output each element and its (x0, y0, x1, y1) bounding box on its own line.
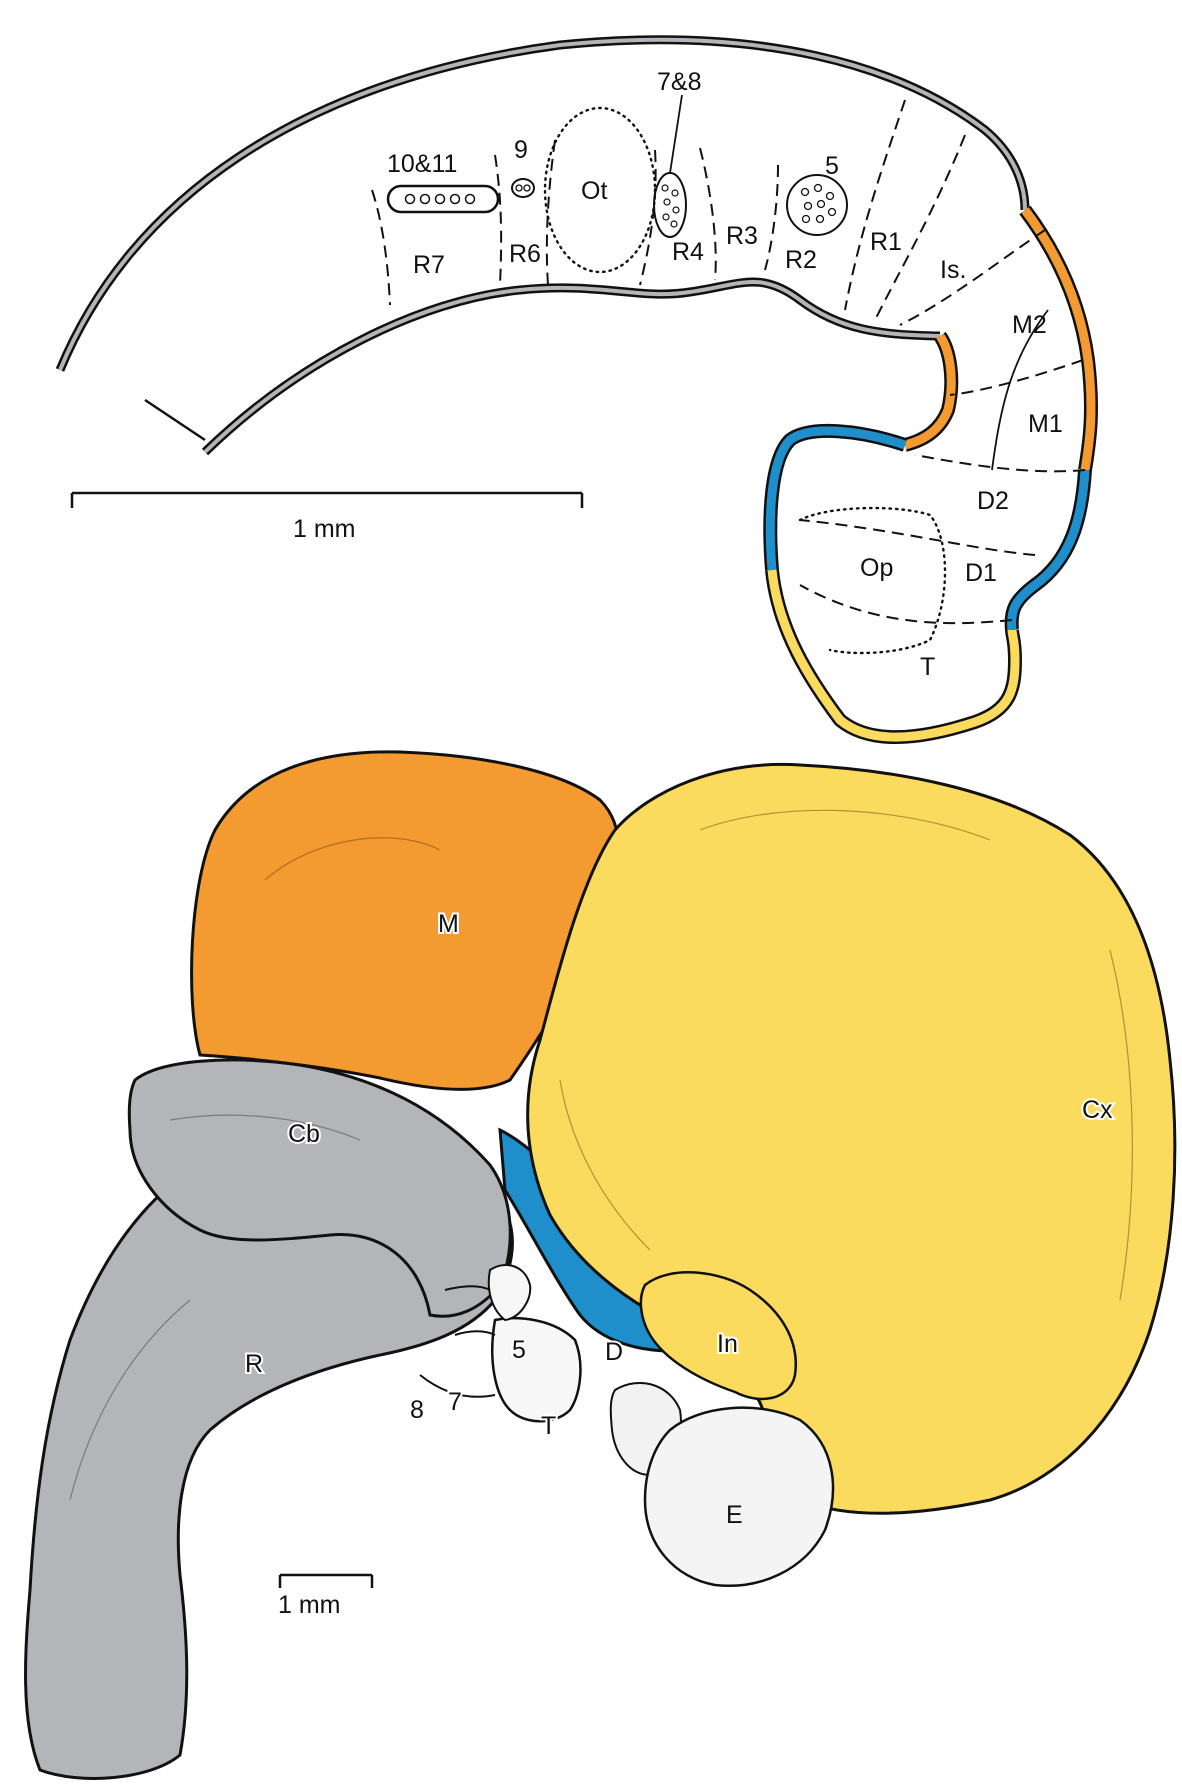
label-telencephalon-top: T (920, 653, 935, 681)
label-otic-vesicle: Ot (581, 177, 607, 205)
label-r2: R2 (785, 246, 817, 274)
eye-region (645, 1408, 833, 1586)
nerve-7-8-nucleus (654, 95, 686, 237)
label-inferior-lobe: In (717, 1330, 738, 1358)
label-nerve-5: 5 (825, 152, 839, 180)
label-optic-vesicle: Op (860, 554, 893, 582)
label-r1: R1 (870, 228, 902, 256)
label-nerve-5-bottom: 5 (512, 1336, 526, 1364)
scale-label-top: 1 mm (293, 515, 356, 543)
nerve-5-nucleus (787, 175, 847, 235)
label-cortex: Cx (1082, 1096, 1113, 1124)
scale-bar-bottom (280, 1575, 372, 1588)
label-r6: R6 (509, 240, 541, 268)
diencephalon-inner-wall (770, 431, 905, 570)
label-r4: R4 (672, 238, 704, 266)
neural-tube-dorsal-wall (60, 40, 1025, 370)
label-telencephalon-bottom: T (541, 1412, 556, 1440)
nerve-10-11-nucleus (388, 186, 498, 212)
scale-label-bottom: 1 mm (278, 1591, 341, 1619)
neural-tube-diagram: 10&11 9 7&8 5 Ot R7 R6 R4 R3 R2 R1 Is. M… (60, 40, 1091, 737)
label-r7: R7 (413, 251, 445, 279)
label-rhombencephalon: R (245, 1350, 263, 1378)
label-cerebellum: Cb (288, 1120, 320, 1148)
label-nerve-7-bottom: 7 (448, 1388, 462, 1416)
label-eye: E (726, 1501, 743, 1529)
label-d2: D2 (977, 487, 1009, 515)
label-m2: M2 (1012, 311, 1047, 339)
label-midbrain: M (438, 910, 459, 938)
adult-brain-diagram: M Cb Cx R D In 5 T 7 8 E 1 mm (26, 752, 1175, 1779)
label-isthmus: Is. (940, 256, 966, 284)
telencephalon-wall (772, 570, 1015, 737)
label-nerve-8-bottom: 8 (410, 1396, 424, 1424)
pituitary-region (492, 1318, 580, 1421)
scale-bar-top (72, 493, 582, 508)
label-nerve-7-8: 7&8 (657, 68, 701, 96)
diencephalon-outer-wall (1012, 470, 1085, 630)
label-d1: D1 (965, 559, 997, 587)
label-m1: M1 (1028, 410, 1063, 438)
label-diencephalon: D (605, 1338, 623, 1366)
label-nerve-9: 9 (514, 136, 528, 164)
label-nerve-10-11: 10&11 (387, 150, 457, 178)
label-r3: R3 (726, 222, 758, 250)
nerve-9-nucleus (512, 179, 534, 197)
